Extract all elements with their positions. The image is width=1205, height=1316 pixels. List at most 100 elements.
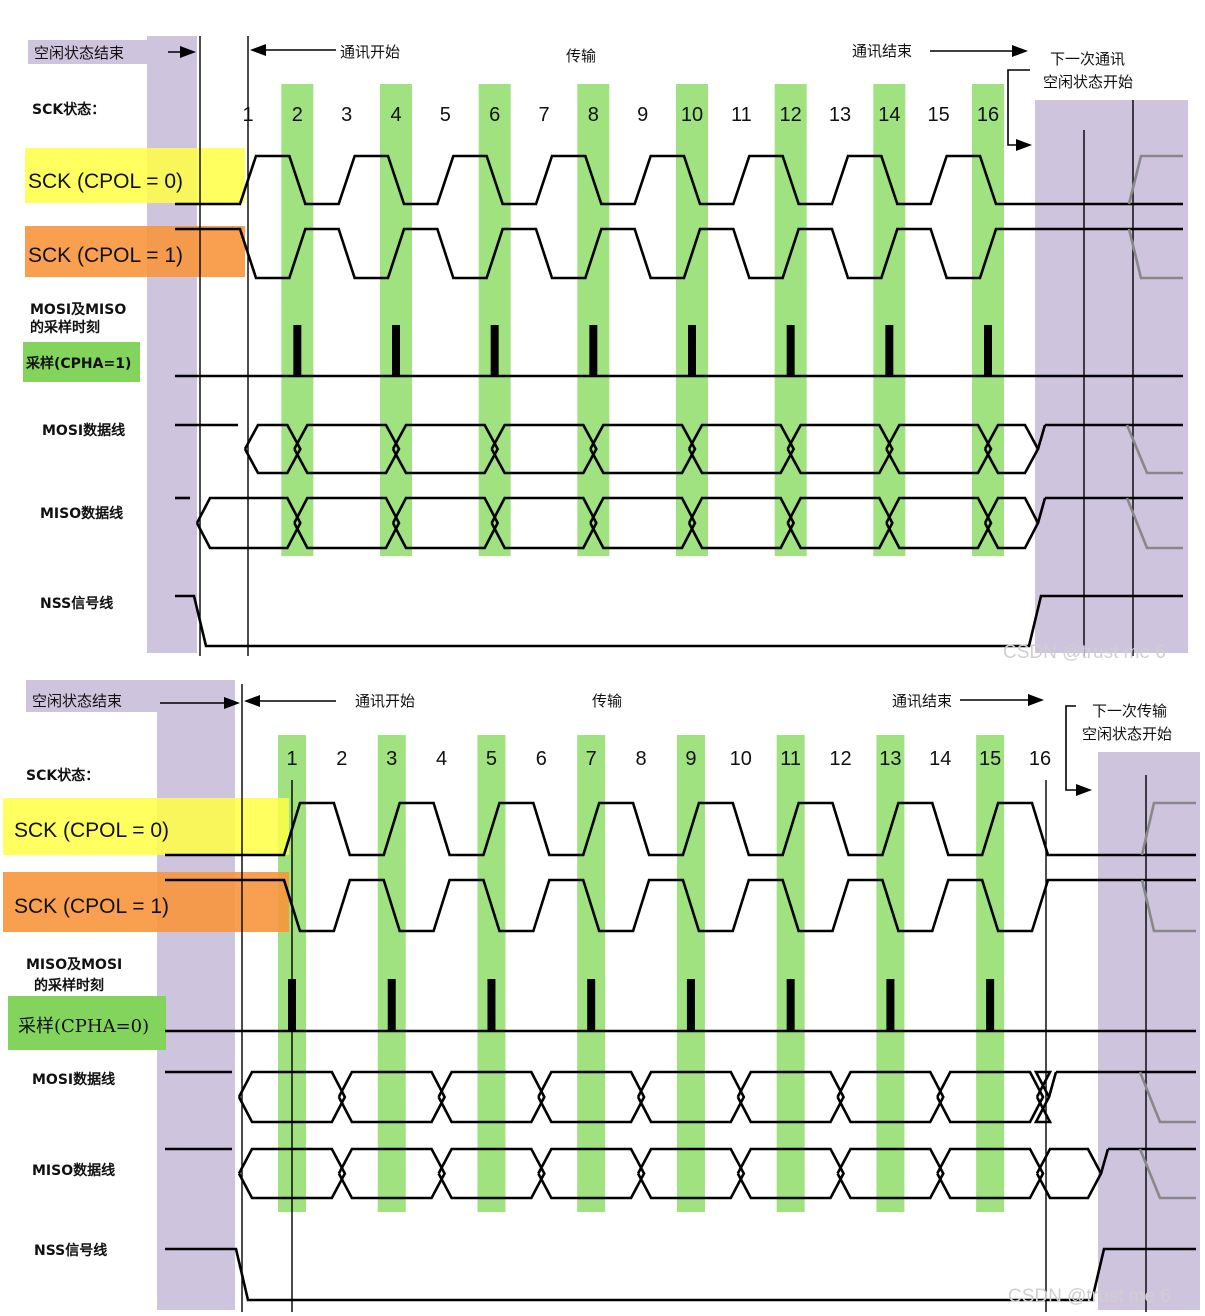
nss-label: NSS信号线 (34, 1242, 107, 1259)
idle-end-label-bg (26, 680, 157, 712)
sample-tick (293, 325, 302, 376)
sample-stripe (281, 84, 314, 556)
mosi-line-cell (687, 423, 796, 475)
edge-number: 14 (878, 104, 900, 126)
edge-number: 15 (928, 104, 950, 126)
comm-start-label: 通讯开始 (355, 692, 415, 710)
edge-number: 16 (1029, 748, 1051, 770)
edge-number: 6 (536, 748, 547, 770)
sample-tick (392, 325, 400, 376)
miso-line-cell (490, 496, 598, 550)
sample-tick (589, 325, 598, 376)
next-idle-label-2: 空闲状态开始 (1043, 73, 1133, 91)
mosi-line-cell (237, 1070, 347, 1124)
edge-number: 1 (242, 104, 253, 126)
edge-number: 10 (730, 748, 752, 770)
edge-number: 4 (390, 104, 401, 126)
watermark: CSDN @trust me 6 (1003, 642, 1166, 663)
idle-end-label: 空闲状态结束 (34, 44, 124, 62)
miso-line-cell (687, 496, 796, 550)
sck-state-label: SCK状态： (26, 767, 99, 784)
miso-label: MISO数据线 (32, 1162, 115, 1179)
sck-cpol0-wave (175, 154, 1183, 206)
idle-region-start (157, 680, 235, 1310)
edge-number: 16 (977, 104, 999, 126)
idle-end-label-bg (28, 40, 147, 64)
edge-number: 8 (588, 104, 599, 126)
nss-wave (175, 594, 1183, 648)
mosi-line-cell (391, 423, 500, 475)
sample-tick (786, 325, 795, 376)
miso-line-cell (636, 1147, 746, 1200)
mosi-line-tail (1047, 1071, 1058, 1098)
sample-stripe (676, 84, 708, 556)
miso-line-cell (195, 496, 302, 550)
sample-tick (886, 979, 895, 1031)
signals (175, 154, 1183, 648)
sample-stripe (477, 735, 506, 1212)
edge-number: 4 (436, 748, 447, 770)
comm-start-label: 通讯开始 (340, 43, 400, 61)
sample-time-label-1: MOSI及MISO (30, 302, 126, 318)
edge-number: 9 (685, 748, 696, 770)
mosi-line-next-ghost (1138, 1071, 1196, 1124)
arrow-head (1012, 45, 1028, 57)
edge-number: 3 (386, 748, 397, 770)
sample-tick (490, 325, 499, 376)
sample-tick (986, 979, 995, 1031)
edge-number: 14 (929, 748, 951, 770)
edge-number: 2 (336, 748, 347, 770)
sample-tick (487, 979, 496, 1031)
sample-tick (786, 979, 795, 1031)
comm-end-label: 通讯结束 (852, 42, 912, 60)
miso-line-cell (293, 496, 401, 550)
edge-number: 15 (979, 748, 1001, 770)
edge-number: 13 (829, 104, 851, 126)
sample-tick (587, 979, 596, 1031)
miso-line-tail (1036, 497, 1047, 524)
sample-stripe (380, 84, 412, 556)
sample-mode-label: 采样(CPHA=0) (18, 1016, 149, 1037)
nss-wave (165, 1247, 1196, 1302)
edge-number: 13 (879, 748, 901, 770)
signals (165, 801, 1196, 1302)
mosi-line-tail (1036, 424, 1047, 450)
sample-tick (688, 325, 696, 376)
miso-label: MISO数据线 (40, 505, 123, 522)
miso-line-next-ghost (1138, 1148, 1196, 1200)
miso-line-cell (736, 1147, 846, 1200)
sample-stripe (577, 84, 610, 556)
mosi-label: MOSI数据线 (42, 422, 125, 439)
sample-tick (686, 979, 695, 1031)
arrow-head (1016, 139, 1032, 151)
miso-line-cell (391, 496, 500, 550)
edge-number: 1 (286, 748, 297, 770)
edge-number: 10 (681, 104, 703, 126)
miso-line-cell (936, 1147, 1045, 1200)
sample-stripes (278, 735, 1005, 1212)
cpol0-label-bg (25, 148, 245, 203)
edge-number: 11 (780, 748, 801, 770)
edge-number: 6 (489, 104, 500, 126)
arrow-head (250, 44, 266, 56)
transfer-label: 传输 (592, 692, 622, 710)
cpha-label-bg (23, 342, 140, 382)
mosi-line-next-ghost (1125, 424, 1183, 475)
mosi-line-cell (936, 1070, 1045, 1124)
mosi-line-cell (490, 423, 598, 475)
miso-line-next-ghost (1125, 497, 1183, 550)
edge-number: 12 (829, 748, 851, 770)
sck-next-ghost (1140, 801, 1196, 856)
sck-cpol1-label: SCK (CPOL = 1) (14, 895, 169, 918)
mosi-label: MOSI数据线 (32, 1071, 115, 1088)
sck-cpol0-label: SCK (CPOL = 0) (28, 170, 183, 193)
miso-line-cell (337, 1147, 447, 1200)
sample-stripe (873, 84, 906, 556)
mosi-line-cell (243, 423, 302, 475)
sck-cpol1-wave (175, 227, 1183, 280)
edge-number: 3 (341, 104, 352, 126)
diagram-cpha0: 空闲状态结束 通讯开始 传输 通讯结束 下一次传输 空闲状态开始 SCK状态： … (0, 666, 1205, 1316)
sample-time-label-2: 的采样时刻 (30, 319, 100, 336)
edge-number: 5 (440, 104, 451, 126)
mosi-line-cell (337, 1070, 447, 1124)
